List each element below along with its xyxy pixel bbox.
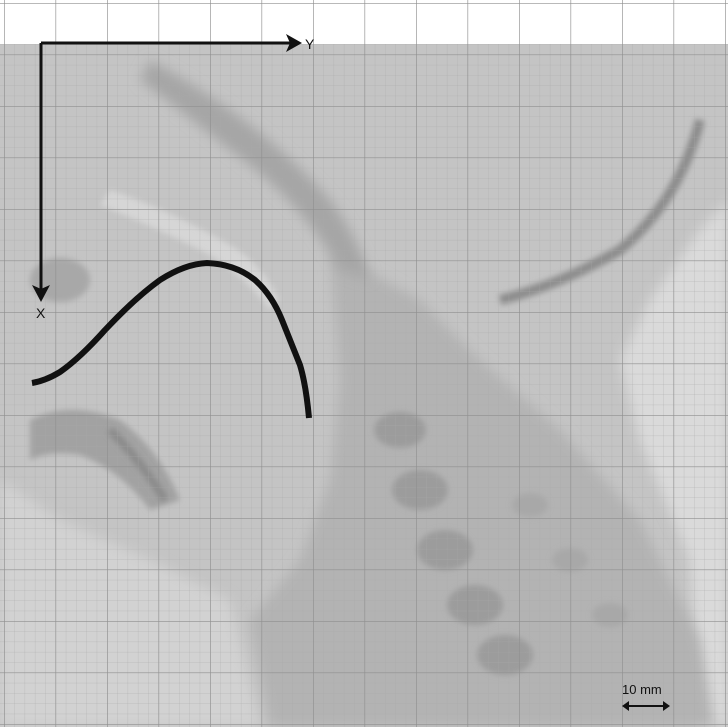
x-axis-label: X [36,305,46,321]
tongue-contour [31,259,312,419]
scale-bar: 10 mm [622,682,670,711]
arrow-down-icon [32,285,50,302]
coordinate-axes: Y X [32,34,315,321]
y-axis-label: Y [305,36,315,52]
scale-bar-label: 10 mm [622,682,662,697]
double-arrow-icon [622,701,629,711]
double-arrow-icon [663,701,670,711]
arrow-right-icon [286,34,302,52]
